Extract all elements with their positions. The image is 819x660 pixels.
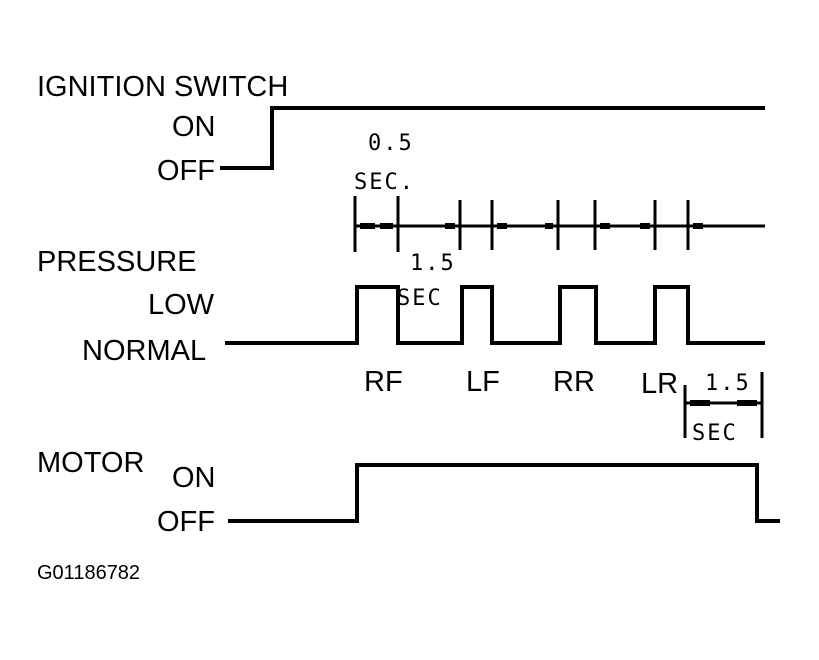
figure-code: G01186782 [37, 562, 141, 584]
motor-title: MOTOR [37, 447, 145, 479]
wheel-label-rf: RF [364, 366, 403, 398]
wheel-label-rr: RR [553, 366, 595, 398]
timing-scale-ticks [353, 196, 690, 252]
ignition-off-label: OFF [157, 155, 215, 187]
wheel-label-lr: LR [641, 368, 679, 400]
ignition-on-label: ON [172, 111, 216, 143]
pressure-waveform [225, 285, 765, 345]
ignition-switch-title: IGNITION SWITCH [37, 71, 289, 103]
motor-delay-value: 1.5 [705, 371, 751, 396]
ignition-waveform [220, 106, 765, 170]
motor-off-label: OFF [157, 506, 215, 538]
motor-waveform [228, 463, 780, 523]
pressure-title: PRESSURE [37, 246, 197, 278]
gap-value: 1.5 [410, 251, 456, 276]
pressure-normal-label: NORMAL [82, 335, 207, 367]
pulse-width-value: 0.5 [368, 131, 414, 156]
wheel-label-lf: LF [466, 366, 500, 398]
pulse-width-unit: SEC. [354, 170, 415, 195]
pressure-low-label: LOW [148, 289, 215, 321]
gap-unit: SEC [397, 286, 443, 311]
motor-on-label: ON [172, 462, 216, 494]
motor-delay-unit: SEC [692, 421, 738, 446]
